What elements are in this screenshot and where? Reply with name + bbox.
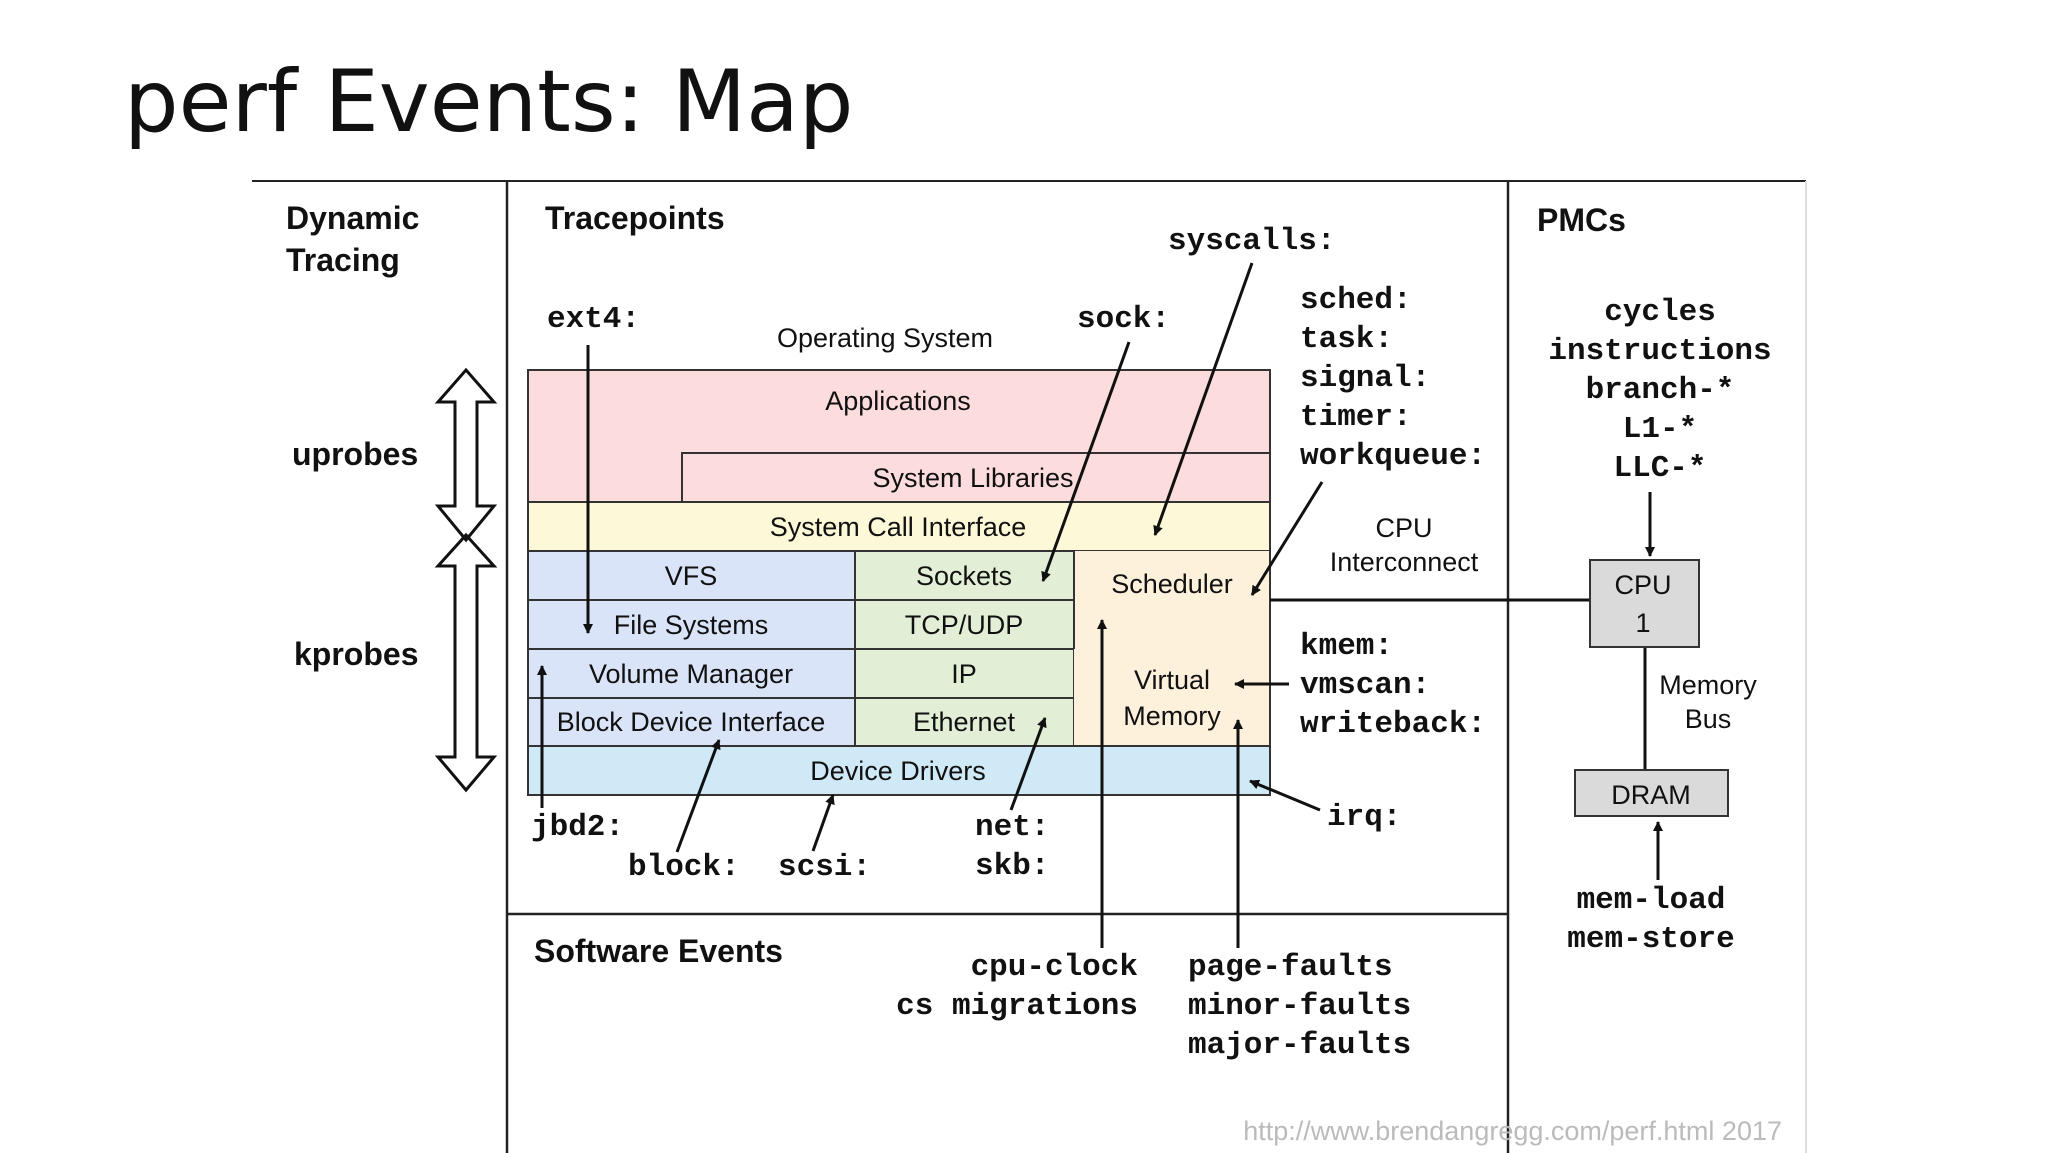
pmc-cycles-label: cycles	[1604, 295, 1716, 330]
irq-tracepoint-label: irq:	[1327, 800, 1401, 835]
net-to-ethernet-arrow	[1009, 717, 1047, 811]
task-tracepoint-label: task:	[1300, 322, 1393, 357]
dram-box	[1574, 769, 1729, 817]
syscalls-tracepoint-label: syscalls:	[1168, 224, 1335, 259]
vmscan-tracepoint-label: vmscan:	[1300, 668, 1430, 703]
jbd2-tracepoint-label: jbd2:	[531, 810, 624, 845]
sched-tracepoint-label: sched:	[1300, 283, 1412, 318]
scsi-to-device-drivers-arrow	[811, 794, 835, 852]
sockets-box	[854, 550, 1075, 601]
source-credit: http://www.brendangregg.com/perf.html 20…	[1243, 1116, 1782, 1146]
cpu-box	[1589, 559, 1700, 648]
mem-load-label: mem-load	[1577, 883, 1726, 918]
pointer-arrows	[537, 262, 1663, 948]
pmc-instructions-label: instructions	[1548, 334, 1771, 369]
block-device-interface-label: Block Device Interface	[557, 707, 826, 737]
block-device-interface-box	[527, 697, 856, 747]
cs-migrations-event-label: cs migrations	[896, 989, 1138, 1024]
applications-label: Applications	[825, 386, 971, 416]
frame-lines	[252, 180, 1807, 1153]
workqueue-tracepoint-label: workqueue:	[1300, 439, 1486, 474]
sock-tracepoint-label: sock:	[1077, 302, 1170, 337]
page-faults-event-label: page-faults	[1188, 950, 1393, 985]
ip-label: IP	[951, 659, 977, 689]
cpu-interconnect-label-line1: CPU	[1375, 513, 1432, 543]
virtual-memory-label-line2: Memory	[1123, 701, 1221, 731]
kprobes-label: kprobes	[294, 636, 418, 672]
syscalls-to-syscall-interface-arrow	[1153, 262, 1254, 536]
cpu-box-label-line2: 1	[1635, 608, 1650, 638]
hardware-section	[1270, 559, 1729, 817]
scheduler-label: Scheduler	[1111, 569, 1233, 599]
kprobes-double-arrow	[434, 532, 498, 793]
memory-bus-label-line1: Memory	[1659, 670, 1757, 700]
uprobes-label: uprobes	[292, 436, 418, 472]
workqueue-to-scheduler-arrow	[1250, 481, 1324, 596]
software-events-heading: Software Events	[534, 933, 783, 969]
block-to-block-device-arrow	[675, 739, 721, 853]
major-faults-event-label: major-faults	[1188, 1028, 1411, 1063]
writeback-tracepoint-label: writeback:	[1300, 707, 1486, 742]
timer-tracepoint-label: timer:	[1300, 400, 1412, 435]
pmcs-heading: PMCs	[1537, 202, 1626, 238]
probe-arrows	[434, 367, 498, 793]
volume-manager-label: Volume Manager	[589, 659, 793, 689]
scheduler-box	[1074, 551, 1270, 649]
system-call-interface-label: System Call Interface	[770, 512, 1027, 542]
device-drivers-box	[527, 745, 1271, 796]
dynamic-tracing-heading-line2: Tracing	[286, 242, 400, 278]
pmc-llc-label: LLC-*	[1613, 451, 1706, 486]
virtual-memory-label-line1: Virtual	[1134, 665, 1210, 695]
irq-to-device-drivers-arrow	[1249, 779, 1321, 812]
system-call-interface-box	[527, 501, 1271, 552]
vfs-label: VFS	[665, 561, 718, 591]
skb-tracepoint-label: skb:	[975, 849, 1049, 884]
block-tracepoint-label: block:	[628, 850, 740, 885]
file-systems-label: File Systems	[614, 610, 769, 640]
dram-label: DRAM	[1611, 780, 1691, 810]
scsi-tracepoint-label: scsi:	[778, 850, 871, 885]
minor-faults-event-label: minor-faults	[1188, 989, 1411, 1024]
signal-tracepoint-label: signal:	[1300, 361, 1430, 396]
tcp-udp-label: TCP/UDP	[905, 610, 1024, 640]
ethernet-label: Ethernet	[913, 707, 1016, 737]
kmem-tracepoint-label: kmem:	[1300, 629, 1393, 664]
cpu-box-label-line1: CPU	[1614, 570, 1671, 600]
uprobes-double-arrow	[434, 367, 498, 543]
memory-bus-label-line2: Bus	[1685, 704, 1732, 734]
sockets-label: Sockets	[916, 561, 1012, 591]
tracepoints-heading: Tracepoints	[545, 200, 725, 236]
volume-manager-box	[527, 648, 856, 699]
pmc-l1-label: L1-*	[1623, 412, 1697, 447]
sock-to-sockets-arrow	[1041, 341, 1131, 582]
system-libraries-label: System Libraries	[872, 463, 1073, 493]
os-stack	[527, 369, 1271, 796]
device-drivers-label: Device Drivers	[810, 756, 986, 786]
dynamic-tracing-heading-line1: Dynamic	[286, 200, 419, 236]
cpu-interconnect-label-line2: Interconnect	[1330, 547, 1479, 577]
ext4-tracepoint-label: ext4:	[547, 302, 640, 337]
slide-title: perf Events: Map	[124, 52, 854, 152]
net-tracepoint-label: net:	[975, 810, 1049, 845]
mem-store-label: mem-store	[1567, 922, 1734, 957]
pmc-branch-label: branch-*	[1586, 373, 1735, 408]
cpu-clock-event-label: cpu-clock	[971, 950, 1138, 985]
operating-system-label: Operating System	[777, 323, 993, 353]
